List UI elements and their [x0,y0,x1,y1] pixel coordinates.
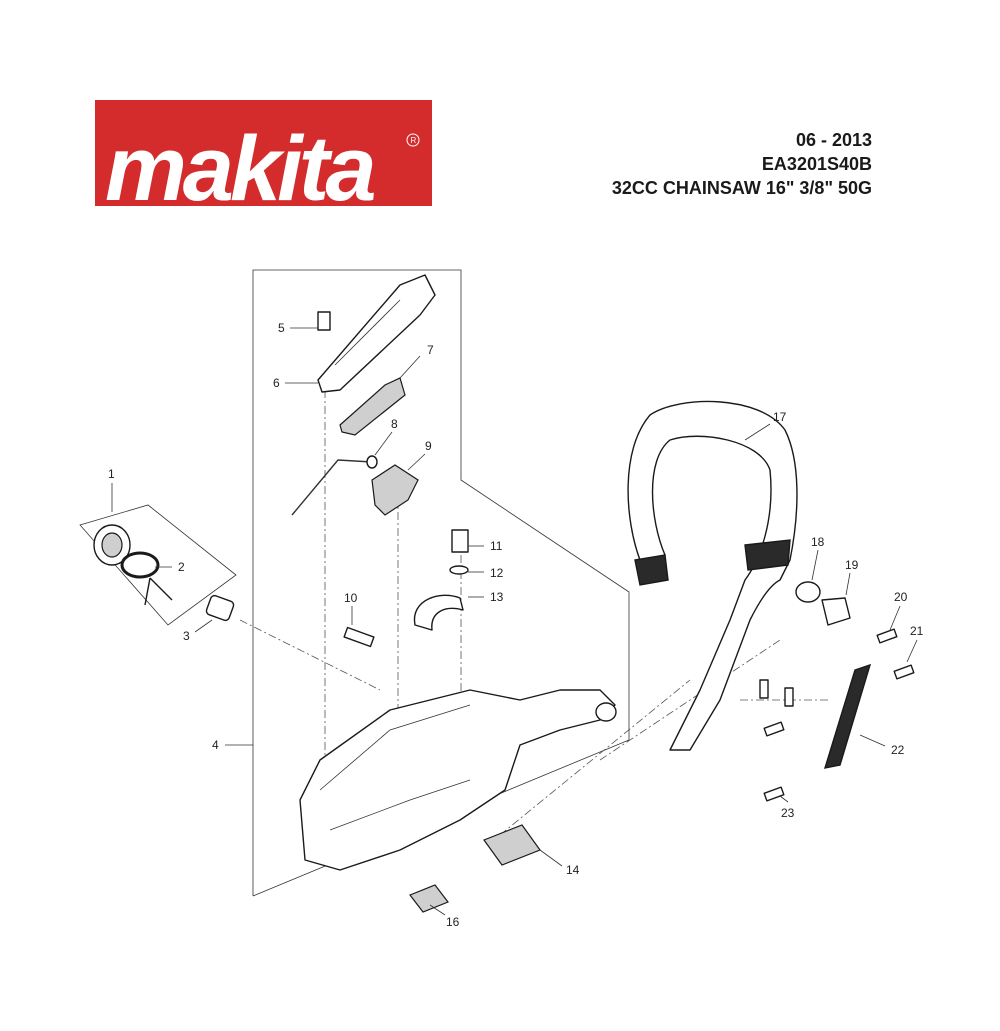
callout-22: 22 [891,743,905,757]
doc-date: 06 - 2013 [795,130,872,150]
callout-12: 12 [490,566,504,580]
svg-text:makita: makita [105,118,374,206]
callout-20: 20 [894,590,908,604]
callout-5: 5 [278,321,285,335]
makita-logo: makita R [95,100,432,206]
callout-13: 13 [490,590,504,604]
callout-1: 1 [108,467,115,481]
doc-description: 32CC CHAINSAW 16" 3/8" 50G [611,178,872,198]
group-outline [252,269,630,897]
callout-23: 23 [781,806,795,820]
document-header: 06 - 2013 EA3201S40B 32CC CHAINSAW 16" 3… [612,128,872,200]
callout-18: 18 [811,535,825,549]
callout-9: 9 [425,439,432,453]
callout-14: 14 [566,863,580,877]
callout-16: 16 [446,915,460,929]
callout-19: 19 [845,558,859,572]
doc-model: EA3201S40B [761,154,872,174]
svg-text:R: R [411,136,417,145]
callout-6: 6 [273,376,280,390]
callout-7: 7 [427,343,434,357]
callout-8: 8 [391,417,398,431]
callout-11: 11 [490,539,503,553]
callout-4: 4 [212,738,219,752]
callout-3: 3 [183,629,190,643]
callout-17: 17 [773,410,787,424]
callout-21: 21 [910,624,924,638]
callout-10: 10 [344,591,358,605]
callout-2: 2 [178,560,185,574]
